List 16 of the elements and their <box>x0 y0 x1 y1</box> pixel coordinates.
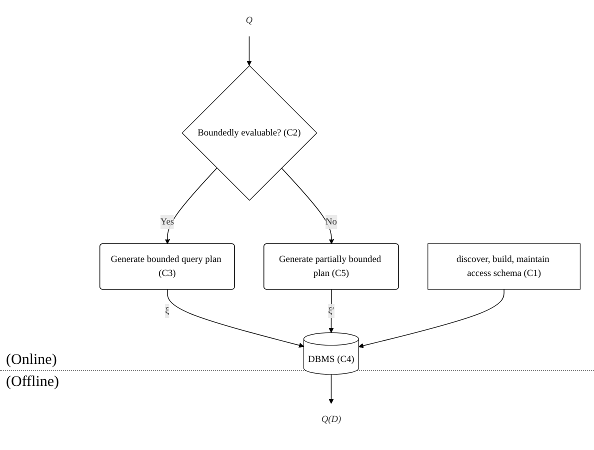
arrow <box>164 168 218 244</box>
edge-label: No <box>325 216 337 227</box>
arrow <box>167 289 304 348</box>
edge-label: ξ <box>165 306 170 316</box>
mode-label: (Online) <box>6 352 57 369</box>
node-box: discover, build, maintain access schema (C1) <box>428 243 580 290</box>
node-text: Q <box>246 15 253 26</box>
edge-label: ξ′ <box>328 306 334 316</box>
edge-label: Yes <box>160 216 174 227</box>
node-diamond: Boundedly evaluable? (C2) <box>182 65 318 201</box>
mode-label: (Offline) <box>6 374 60 391</box>
arrow <box>328 374 334 404</box>
arrow <box>246 36 252 66</box>
arrow <box>281 168 334 244</box>
arrow <box>358 289 504 348</box>
node-text: Q(D) <box>321 414 342 424</box>
